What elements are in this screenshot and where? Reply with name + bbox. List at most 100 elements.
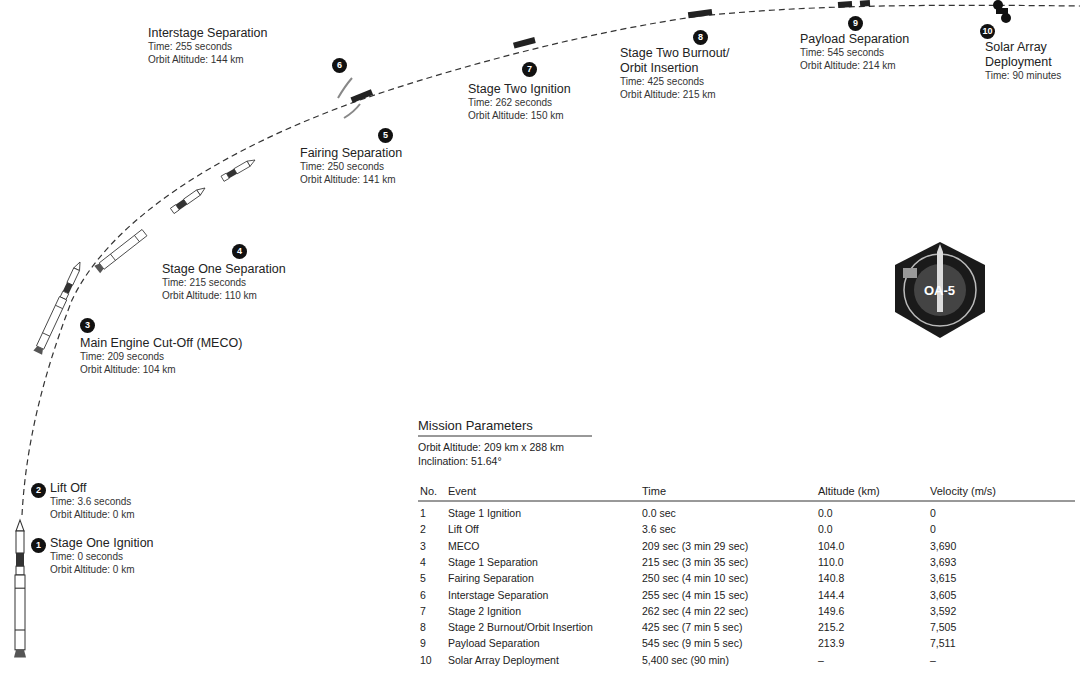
event-detail: Time: 250 seconds	[300, 161, 460, 174]
rocket-liftoff	[14, 520, 26, 658]
table-cell: Lift Off	[448, 523, 479, 535]
event-callout: Stage Two Burnout/ Orbit InsertionTime: …	[620, 46, 738, 101]
table-cell: 3,605	[930, 589, 956, 601]
table-cell: 425 sec (7 min 5 sec)	[642, 621, 742, 633]
event-title: Main Engine Cut-Off (MECO)	[80, 336, 280, 351]
stage-two	[338, 78, 373, 118]
table-cell: 7	[420, 605, 426, 617]
table-cell: 3.6 sec	[642, 523, 676, 535]
event-title: Stage One Ignition	[50, 536, 200, 551]
payload	[838, 0, 870, 8]
table-cell: 144.4	[818, 589, 844, 601]
table-cell: 545 sec (9 min 5 sec)	[642, 637, 742, 649]
table-note: Orbit Altitude: 209 km x 288 km	[418, 441, 564, 453]
event-detail: Time: 3.6 seconds	[50, 496, 200, 509]
table-cell: Payload Separation	[448, 637, 540, 649]
upper-stack	[170, 185, 206, 213]
table-cell: 215.2	[818, 621, 844, 633]
mission-patch	[895, 242, 985, 338]
table-rules	[418, 436, 1075, 501]
table-cell: 10	[420, 654, 432, 666]
event-callout: Fairing SeparationTime: 250 secondsOrbit…	[300, 146, 460, 186]
stage-two	[688, 9, 713, 18]
table-cell: MECO	[448, 540, 480, 552]
table-header: Velocity (m/s)	[930, 485, 996, 498]
event-callout: Stage One SeparationTime: 215 secondsOrb…	[162, 262, 342, 302]
event-detail: Time: 545 seconds	[800, 47, 940, 60]
event-title: Stage Two Ignition	[468, 82, 608, 97]
table-cell: 0	[930, 507, 936, 519]
table-cell: Stage 2 Burnout/Orbit Insertion	[448, 621, 593, 633]
callout-number: 9	[848, 16, 863, 31]
table-cell: 3	[420, 540, 426, 552]
event-callout: Lift OffTime: 3.6 secondsOrbit Altitude:…	[50, 481, 200, 521]
stage-one	[94, 229, 147, 274]
table-cell: 1	[420, 507, 426, 519]
event-detail: Orbit Altitude: 0 km	[50, 509, 200, 522]
patch-text: OA-5	[924, 283, 955, 298]
event-callout: Stage Two IgnitionTime: 262 secondsOrbit…	[468, 82, 608, 122]
table-header: Time	[642, 485, 666, 498]
table-cell: 7,505	[930, 621, 956, 633]
event-callout: Payload SeparationTime: 545 secondsOrbit…	[800, 32, 940, 72]
event-title: Payload Separation	[800, 32, 940, 47]
event-detail: Time: 262 seconds	[468, 97, 608, 110]
table-cell: 215 sec (3 min 35 sec)	[642, 556, 748, 568]
event-callout: Interstage SeparationTime: 255 secondsOr…	[148, 26, 328, 66]
event-detail: Orbit Altitude: 144 km	[148, 54, 328, 67]
event-title: Stage One Separation	[162, 262, 342, 277]
event-detail: Time: 90 minutes	[985, 70, 1080, 83]
trajectory-path	[22, 5, 1080, 515]
event-title: Lift Off	[50, 481, 200, 496]
table-cell: 3,615	[930, 572, 956, 584]
callout-number: 10	[980, 24, 995, 39]
event-detail: Time: 215 seconds	[162, 277, 342, 290]
table-cell: 0	[930, 523, 936, 535]
rocket-meco	[33, 260, 84, 355]
callout-number: 6	[332, 58, 347, 73]
table-note: Inclination: 51.64°	[418, 455, 502, 467]
table-title: Mission Parameters	[418, 419, 533, 434]
table-cell: 8	[420, 621, 426, 633]
callout-number: 7	[522, 62, 537, 77]
upper-stack	[221, 157, 256, 181]
table-cell: Stage 1 Ignition	[448, 507, 521, 519]
table-header: No.	[420, 485, 437, 498]
table-cell: 5	[420, 572, 426, 584]
table-cell: 140.8	[818, 572, 844, 584]
table-cell: Stage 1 Separation	[448, 556, 538, 568]
stage-two	[513, 37, 536, 48]
table-cell: 0.0	[818, 523, 833, 535]
callout-number: 3	[80, 318, 95, 333]
event-title: Solar Array Deployment	[985, 40, 1080, 70]
table-cell: 3,690	[930, 540, 956, 552]
event-detail: Orbit Altitude: 215 km	[620, 89, 738, 102]
event-detail: Time: 255 seconds	[148, 41, 328, 54]
table-cell: 213.9	[818, 637, 844, 649]
table-cell: –	[930, 654, 936, 666]
callout-number: 2	[31, 483, 46, 498]
table-cell: 250 sec (4 min 10 sec)	[642, 572, 748, 584]
table-cell: 9	[420, 637, 426, 649]
event-detail: Time: 0 seconds	[50, 551, 200, 564]
table-cell: Fairing Separation	[448, 572, 534, 584]
event-detail: Orbit Altitude: 150 km	[468, 110, 608, 123]
table-cell: 262 sec (4 min 22 sec)	[642, 605, 748, 617]
event-title: Stage Two Burnout/ Orbit Insertion	[620, 46, 738, 76]
table-cell: 3,693	[930, 556, 956, 568]
event-callout: Main Engine Cut-Off (MECO)Time: 209 seco…	[80, 336, 280, 376]
event-detail: Orbit Altitude: 141 km	[300, 174, 460, 187]
event-detail: Time: 209 seconds	[80, 351, 280, 364]
event-detail: Time: 425 seconds	[620, 76, 738, 89]
event-detail: Orbit Altitude: 214 km	[800, 60, 940, 73]
event-title: Fairing Separation	[300, 146, 460, 161]
table-cell: Interstage Separation	[448, 589, 548, 601]
event-callout: Stage One IgnitionTime: 0 secondsOrbit A…	[50, 536, 200, 576]
table-cell: 209 sec (3 min 29 sec)	[642, 540, 748, 552]
callout-number: 4	[232, 244, 247, 259]
table-cell: Stage 2 Ignition	[448, 605, 521, 617]
callout-number: 8	[693, 30, 708, 45]
table-cell: 0.0	[818, 507, 833, 519]
table-cell: 149.6	[818, 605, 844, 617]
